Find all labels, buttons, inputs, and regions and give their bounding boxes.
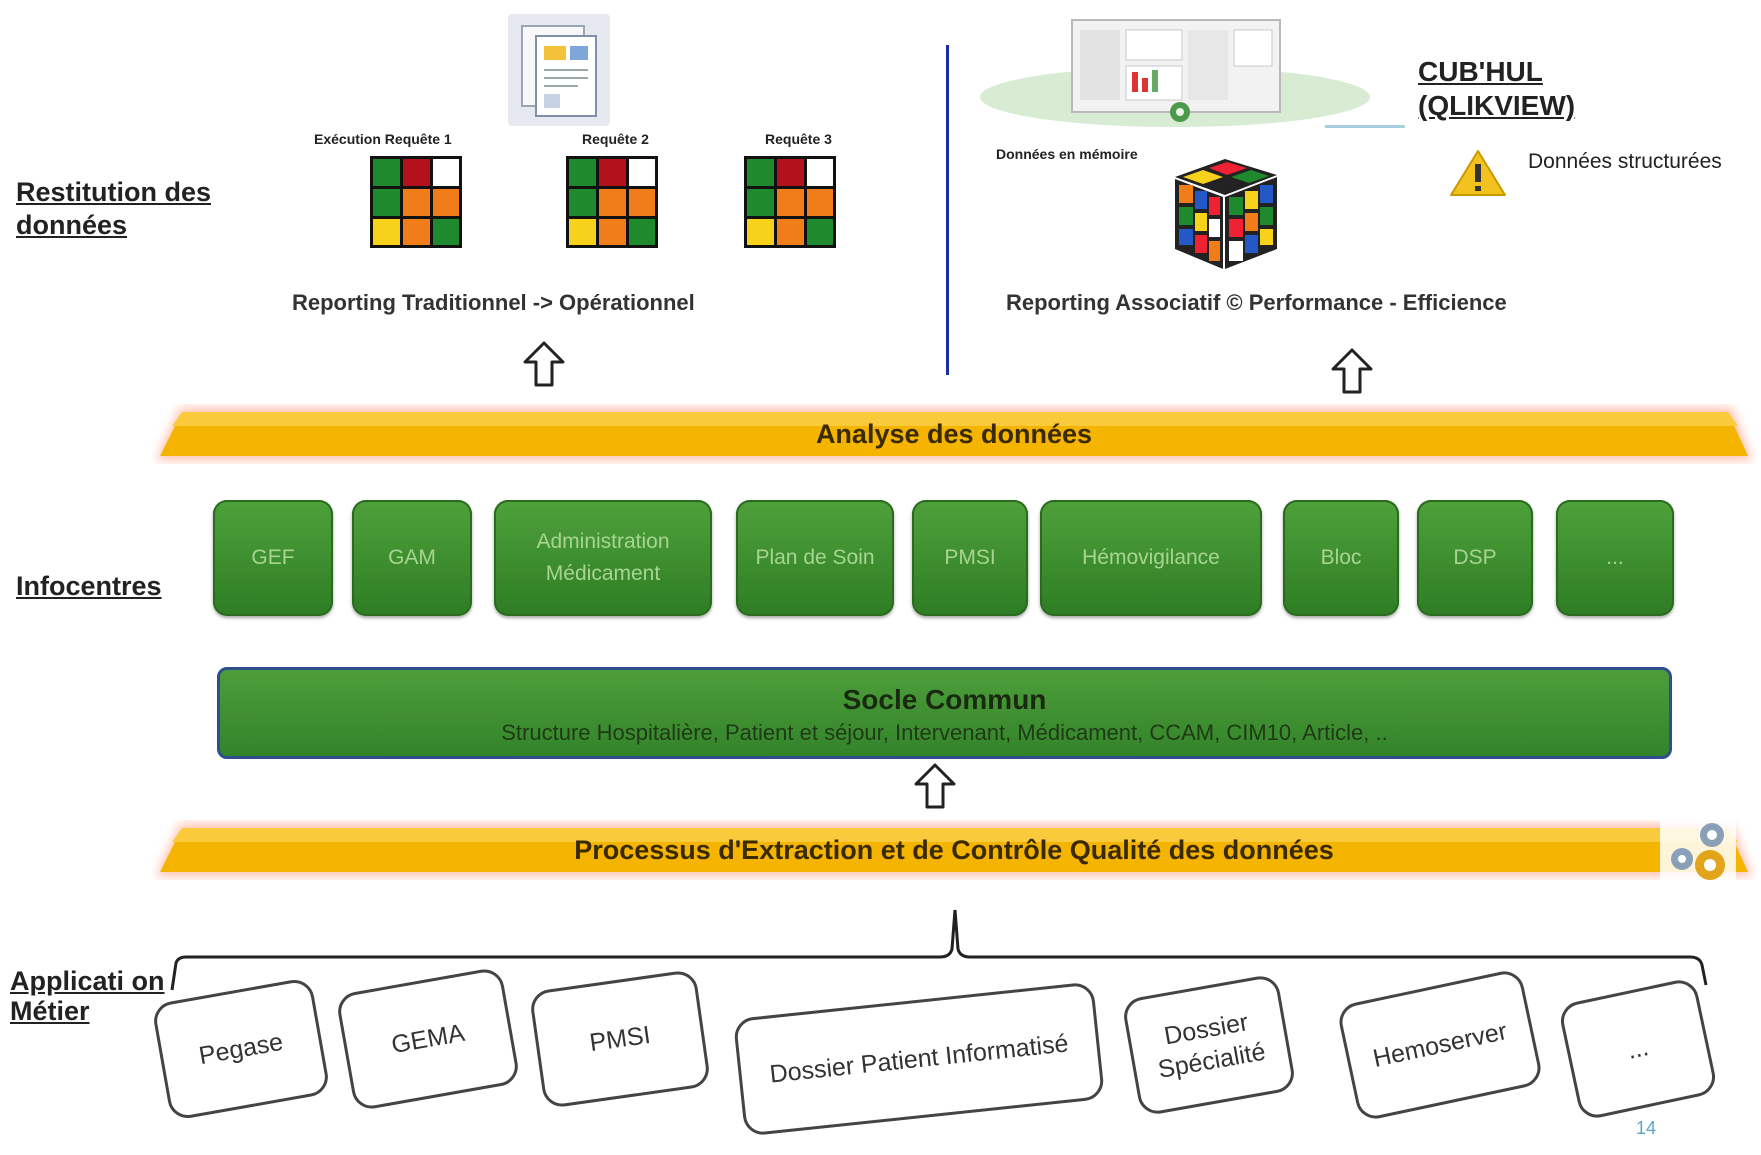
caption-requete-3: Requête 3 [765, 131, 832, 147]
label-restitution: Restitution des données [16, 177, 212, 240]
infocentre-plan-de-soin: Plan de Soin [736, 500, 894, 616]
app-pmsi: PMSI [528, 968, 712, 1110]
infocentre-gam: GAM [352, 500, 472, 616]
cubhul-title-line2: (QLIKVIEW) [1418, 90, 1576, 121]
cubhul-title: CUB'HUL (QLIKVIEW) [1418, 55, 1575, 123]
infocentre-hemovigilance: Hémovigilance [1040, 500, 1262, 616]
rubik-cube-icon [370, 156, 462, 248]
up-arrow-icon [523, 341, 565, 387]
up-arrow-icon [1331, 348, 1373, 394]
infocentre-dsp: DSP [1417, 500, 1533, 616]
cubhul-title-line1: CUB'HUL [1418, 56, 1543, 87]
dashboard-screenshot-icon [980, 19, 1370, 127]
socle-title: Socle Commun [842, 684, 1047, 715]
caption-requete-2: Requête 2 [582, 131, 649, 147]
socle-subtitle: Structure Hospitalière, Patient et séjou… [501, 720, 1388, 745]
reporting-traditional-label: Reporting Traditionnel -> Opérationnel [292, 290, 695, 315]
extraction-band-label: Processus d'Extraction et de Contrôle Qu… [574, 834, 1334, 865]
connector-line [1325, 125, 1405, 128]
analysis-band-label: Analyse des données [815, 418, 1093, 449]
infocentre-pmsi: PMSI [912, 500, 1028, 616]
socle-commun: Socle Commun Structure Hospitalière, Pat… [217, 667, 1672, 759]
caption-memory: Données en mémoire [996, 146, 1138, 162]
structured-data-label: Données structurées [1528, 150, 1722, 173]
page-number: 14 [1636, 1118, 1657, 1138]
label-infocentres: Infocentres [16, 571, 162, 601]
reporting-associative-label: Reporting Associatif © Performance - Eff… [1006, 290, 1507, 315]
infocentre-administration-medicament: Administration Médicament [494, 500, 712, 616]
extraction-band: Processus d'Extraction et de Contrôle Qu… [152, 820, 1756, 880]
section-divider [946, 45, 949, 375]
caption-requete-1: Exécution Requête 1 [314, 131, 452, 147]
gears-icon [1660, 815, 1736, 887]
rubik-cube-icon [566, 156, 658, 248]
infocentre-bloc: Bloc [1283, 500, 1399, 616]
grouping-brace [170, 909, 1708, 991]
report-document-icon [508, 14, 610, 126]
up-arrow-icon [914, 763, 956, 809]
analysis-band: Analyse des données [152, 404, 1756, 464]
rubik-cube-icon [744, 156, 836, 248]
app-dossier-patient-informatise: Dossier Patient Informatisé [732, 981, 1106, 1137]
label-applications: Applicati on Métier [10, 966, 165, 1026]
infocentre-gef: GEF [213, 500, 333, 616]
warning-icon [1450, 150, 1506, 196]
infocentre-more: ... [1556, 500, 1674, 616]
rubik-cube-3d-icon [1175, 159, 1277, 269]
